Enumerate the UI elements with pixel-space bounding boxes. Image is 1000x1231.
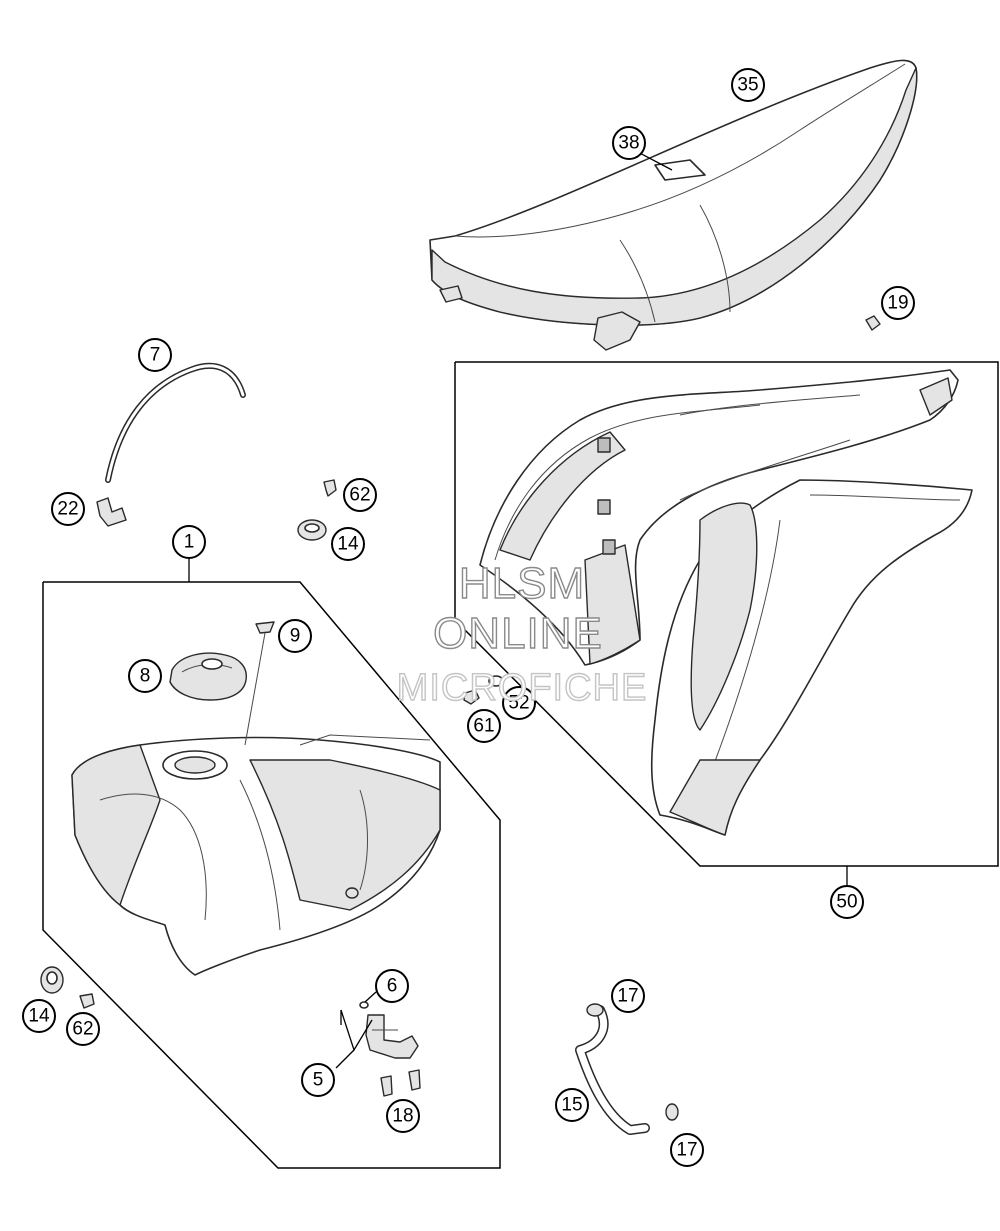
callout-17-top[interactable]: 17: [611, 979, 645, 1013]
fuel-tank-frame: [42, 581, 501, 1169]
svg-text:5: 5: [313, 1070, 324, 1091]
callout-14-top[interactable]: 14: [331, 527, 365, 561]
screw-top-part[interactable]: [323, 479, 337, 497]
svg-text:7: 7: [150, 345, 161, 366]
svg-text:62: 62: [72, 1019, 93, 1040]
watermark-line1: HLSM: [459, 559, 585, 608]
seat-screw-part[interactable]: [865, 315, 881, 331]
callout-1[interactable]: 1: [172, 525, 206, 559]
callout-62-bottom[interactable]: 62: [66, 1012, 100, 1046]
svg-text:19: 19: [887, 293, 908, 314]
callout-22[interactable]: 22: [51, 492, 85, 526]
screw-bottom-part[interactable]: [79, 993, 95, 1009]
callout-62-top[interactable]: 62: [343, 478, 377, 512]
callout-9[interactable]: 9: [278, 619, 312, 653]
callout-17-bottom[interactable]: 17: [670, 1133, 704, 1167]
breather-hose-part[interactable]: [105, 363, 246, 483]
nut-part[interactable]: [463, 689, 480, 705]
hose-fitting-part[interactable]: [96, 497, 127, 527]
svg-text:38: 38: [618, 133, 639, 154]
fuel-tap-part[interactable]: [365, 1014, 419, 1059]
callout-18[interactable]: 18: [386, 1099, 420, 1133]
callout-50[interactable]: 50: [830, 885, 864, 919]
callout-52[interactable]: 52: [502, 686, 536, 720]
tap-screws-part[interactable]: [380, 1069, 421, 1097]
callout-14-bottom[interactable]: 14: [22, 999, 56, 1033]
callout-15[interactable]: 15: [555, 1088, 589, 1122]
watermark-line3: MICROFICHE: [397, 667, 648, 709]
callout-19[interactable]: 19: [881, 286, 915, 320]
watermark-line2: ONLINE: [433, 609, 603, 658]
svg-text:52: 52: [508, 693, 529, 714]
svg-text:14: 14: [28, 1006, 50, 1027]
o-ring-part[interactable]: [359, 1001, 369, 1009]
rubber-bushing-bottom-part[interactable]: [40, 966, 64, 994]
fuel-hose-part[interactable]: [575, 1005, 650, 1135]
svg-text:17: 17: [676, 1140, 697, 1161]
shroud-set-frame: [454, 361, 999, 867]
callout-61[interactable]: 61: [467, 709, 501, 743]
svg-text:14: 14: [337, 534, 359, 555]
hose-clamp-bottom-part[interactable]: [665, 1103, 679, 1121]
hose-clamp-top-part[interactable]: [586, 1003, 604, 1017]
seat-part[interactable]: [429, 59, 918, 351]
breather-valve-part[interactable]: [244, 621, 275, 746]
svg-text:18: 18: [392, 1106, 413, 1127]
svg-text:15: 15: [561, 1095, 582, 1116]
watermark: HLSM ONLINE MICROFICHE: [396, 558, 648, 709]
callout-5[interactable]: 5: [301, 1063, 335, 1097]
svg-text:35: 35: [737, 75, 758, 96]
callout-7[interactable]: 7: [138, 338, 172, 372]
svg-text:61: 61: [473, 716, 494, 737]
washer-part[interactable]: [488, 675, 504, 687]
fuel-cap-part[interactable]: [169, 652, 247, 701]
callout-38[interactable]: 38: [612, 126, 646, 160]
svg-text:8: 8: [140, 666, 151, 687]
svg-text:62: 62: [349, 485, 370, 506]
callout-6[interactable]: 6: [375, 969, 409, 1003]
svg-text:6: 6: [387, 976, 398, 997]
svg-text:50: 50: [836, 892, 857, 913]
svg-text:9: 9: [290, 626, 301, 647]
rubber-bushing-top-part[interactable]: [297, 519, 327, 541]
svg-text:22: 22: [57, 499, 78, 520]
callout-35[interactable]: 35: [731, 68, 765, 102]
fuel-tank-part[interactable]: [71, 734, 441, 976]
svg-text:17: 17: [617, 986, 638, 1007]
right-radiator-shroud[interactable]: [650, 479, 973, 836]
callout-8[interactable]: 8: [128, 659, 162, 693]
left-radiator-shroud[interactable]: [479, 369, 959, 666]
svg-text:1: 1: [184, 532, 195, 553]
